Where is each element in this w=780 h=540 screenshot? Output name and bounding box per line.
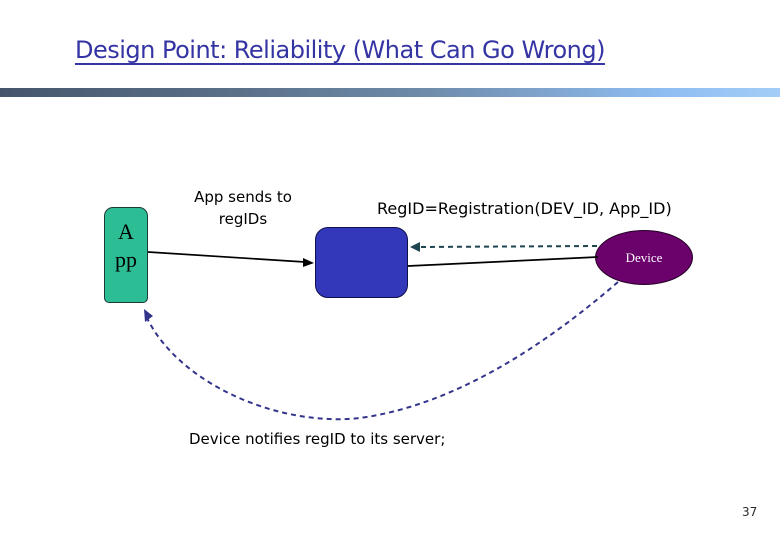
- device-to-app-arrowhead: [144, 309, 153, 322]
- device-node-label: Device: [625, 249, 663, 265]
- title-divider-bar: [0, 88, 780, 97]
- bottom-caption: Device notifies regID to its server;: [189, 430, 446, 448]
- server-node: [315, 227, 408, 298]
- app-sends-label-line2: regIDs: [218, 209, 268, 228]
- server-to-device-line: [407, 256, 599, 267]
- app-sends-label: App sends to regIDs: [168, 187, 318, 231]
- regid-definition-label: RegID=Registration(DEV_ID, App_ID): [377, 199, 672, 218]
- page-number: 37: [742, 505, 758, 519]
- device-to-server-dashed-line: [418, 245, 598, 248]
- app-node: A pp: [104, 207, 148, 303]
- device-to-app-dashed-curve: [146, 281, 619, 421]
- app-node-label-line2: pp: [115, 246, 137, 272]
- device-to-server-arrowhead: [410, 242, 420, 252]
- app-node-label-line1: A: [118, 219, 134, 244]
- app-to-server-arrow-line: [147, 251, 306, 263]
- device-node: Device: [595, 230, 693, 285]
- app-sends-label-line1: App sends to: [194, 188, 292, 206]
- app-to-server-arrowhead: [303, 258, 314, 267]
- slide-title: Design Point: Reliability (What Can Go W…: [75, 36, 605, 64]
